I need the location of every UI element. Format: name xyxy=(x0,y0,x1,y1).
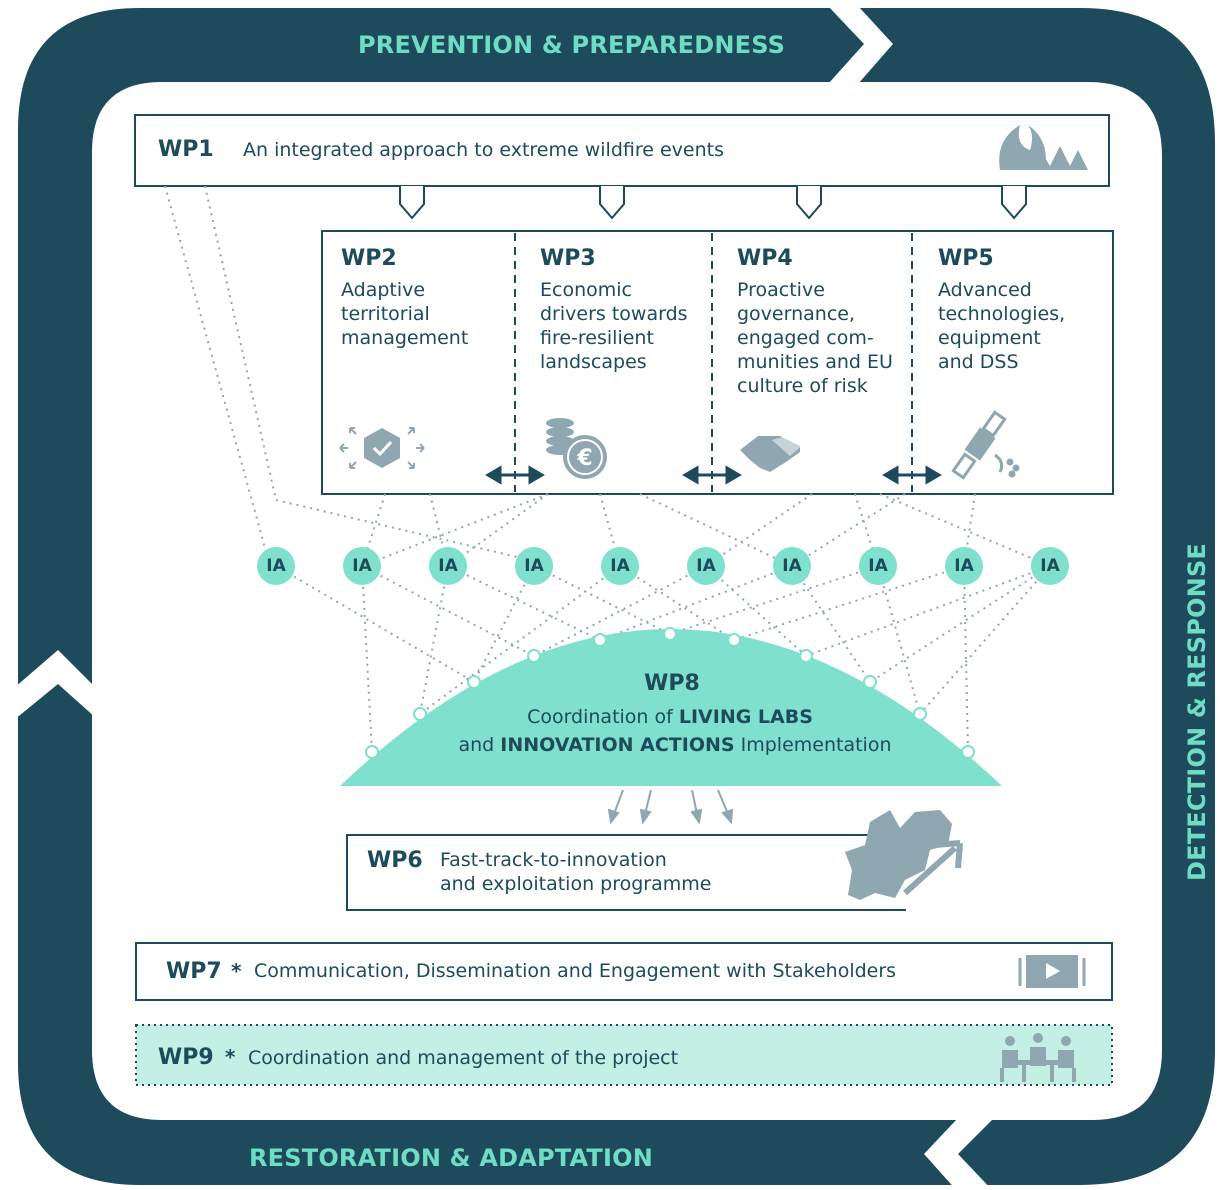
ia-node: IA xyxy=(859,547,897,585)
wp9-title: Coordination and management of the proje… xyxy=(248,1047,679,1069)
cycle-label-bottom: RESTORATION & ADAPTATION xyxy=(249,1144,654,1172)
wp1-id: WP1 xyxy=(158,137,214,162)
ia-node: IA xyxy=(1031,547,1069,585)
wp2-description: Adaptive territorial management xyxy=(341,278,511,350)
wp3-id: WP3 xyxy=(540,246,596,271)
wp5-line: technologies, xyxy=(938,303,1066,325)
ia-node: IA xyxy=(945,547,983,585)
wp8-line2-post: Implementation xyxy=(734,734,892,756)
wp3-line: Economic xyxy=(540,279,632,301)
wp4-line: Proactive xyxy=(737,279,825,301)
wp9-id: WP9 xyxy=(158,1045,214,1070)
wp7-title: Communication, Dissemination and Engagem… xyxy=(254,960,897,982)
wp3-line: drivers towards xyxy=(540,303,688,325)
dome-nodes xyxy=(365,627,975,759)
wp8-line1-bold: LIVING LABS xyxy=(678,706,813,728)
cycle-label-top: PREVENTION & PREPAREDNESS xyxy=(358,31,786,59)
ia-node: IA xyxy=(343,547,381,585)
wp7-id: WP7 xyxy=(166,959,222,984)
wp2-id: WP2 xyxy=(341,246,397,271)
wp8-dome xyxy=(340,629,1002,786)
wp5-id: WP5 xyxy=(938,246,994,271)
ia-node: IA xyxy=(601,547,639,585)
wp5-line: equipment xyxy=(938,327,1041,349)
wp3-description: Economic drivers towards fire-resilient … xyxy=(540,278,710,374)
wp5-description: Advanced technologies, equipment and DSS xyxy=(938,278,1108,374)
cycle-arrow-top xyxy=(828,6,893,84)
wp4-line: munities and EU xyxy=(737,351,893,373)
wp8-line1-pre: Coordination of xyxy=(527,706,679,728)
wp5-line: Advanced xyxy=(938,279,1032,301)
wp2-line: territorial xyxy=(341,303,430,325)
hexagon-check-icon xyxy=(339,427,425,469)
handshake-icon xyxy=(740,436,804,472)
wp6-id: WP6 xyxy=(367,848,423,873)
wp8-line2: and INNOVATION ACTIONS Implementation xyxy=(370,736,980,755)
cycle-arrow-left xyxy=(14,650,96,720)
europe-growth-icon xyxy=(845,810,963,900)
wp1-title: An integrated approach to extreme wildfi… xyxy=(243,139,724,161)
wp4-line: culture of risk xyxy=(737,375,868,397)
ia-node: IA xyxy=(773,547,811,585)
satellite-icon xyxy=(951,410,1020,480)
wp1-box xyxy=(134,114,1110,187)
wp4-line: engaged com- xyxy=(737,327,874,349)
wp8-to-wp6-arrows xyxy=(607,789,734,825)
wp9-star: * xyxy=(225,1045,236,1069)
ia-node: IA xyxy=(257,547,295,585)
network-lines xyxy=(164,185,1051,753)
wp6-line2: and exploitation programme xyxy=(440,873,712,895)
wp4-id: WP4 xyxy=(737,246,793,271)
ia-node: IA xyxy=(515,547,553,585)
wp7-box xyxy=(135,942,1113,1001)
forest-fire-icon xyxy=(999,125,1088,170)
ia-node: IA xyxy=(429,547,467,585)
cycle-label-right: DETECTION & RESPONSE xyxy=(1183,542,1211,882)
wp8-line2-bold: INNOVATION ACTIONS xyxy=(500,734,735,756)
wp3-line: fire-resilient xyxy=(540,327,654,349)
wp4-line: governance, xyxy=(737,303,855,325)
cycle-arrow-bottom xyxy=(924,1118,994,1190)
wp3-line: landscapes xyxy=(540,351,647,373)
wp2-line: management xyxy=(341,327,469,349)
wp1-tabs xyxy=(399,186,1027,220)
wp9-box xyxy=(135,1024,1113,1086)
meeting-icon xyxy=(1000,1033,1076,1082)
coins-euro-icon: € xyxy=(546,418,607,479)
double-arrows xyxy=(485,465,942,485)
video-icon xyxy=(1018,955,1086,988)
wp6-box xyxy=(346,834,906,911)
wp7-star: * xyxy=(231,959,242,983)
wp8-id: WP8 xyxy=(644,671,700,696)
wp4-description: Proactive governance, engaged com- munit… xyxy=(737,278,909,398)
ia-node: IA xyxy=(687,547,725,585)
svg-text:€: € xyxy=(576,446,592,471)
wp2-line: Adaptive xyxy=(341,279,426,301)
wp-dividers xyxy=(514,233,913,492)
wp8-line2-pre: and xyxy=(458,734,501,756)
wp5-line: and DSS xyxy=(938,351,1019,373)
wp8-line1: Coordination of LIVING LABS xyxy=(420,708,920,727)
wp6-line1: Fast-track-to-innovation xyxy=(440,849,667,871)
